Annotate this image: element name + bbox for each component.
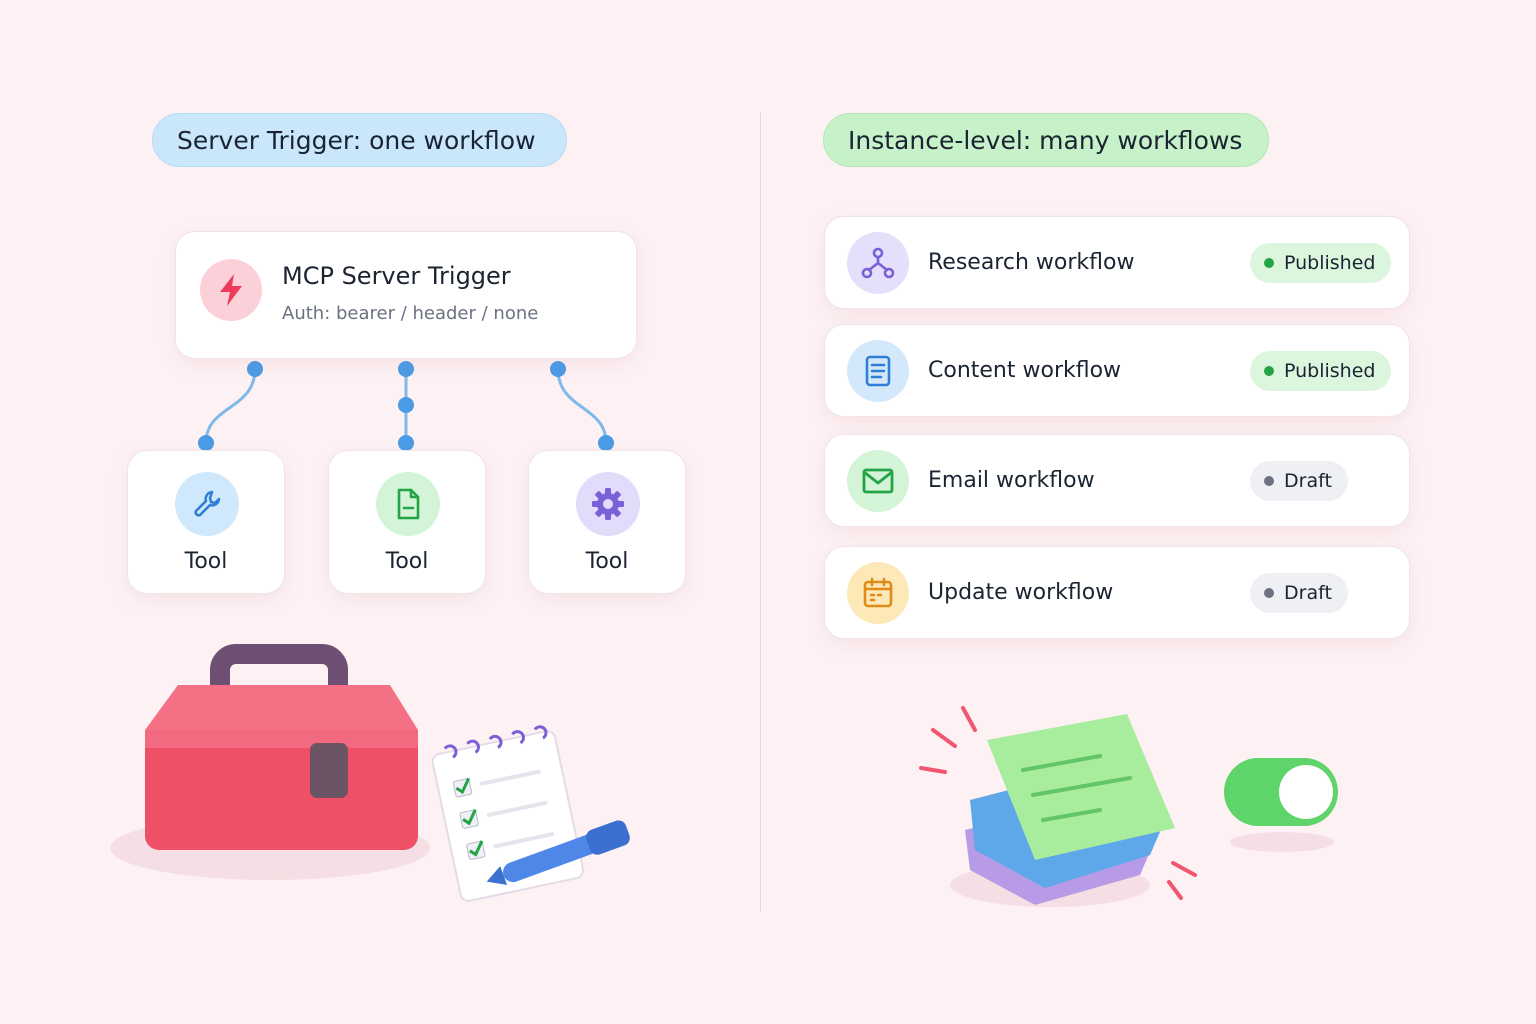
server-trigger-header: Server Trigger: one workflow — [152, 113, 567, 167]
status-dot — [1264, 588, 1274, 598]
tool-connectors — [198, 361, 614, 451]
status-text: Draft — [1284, 582, 1332, 604]
trigger-auth-subtitle: Auth: bearer / header / none — [282, 303, 539, 324]
status-badge-published: Published — [1250, 351, 1392, 391]
workflow-row-research[interactable]: Research workflow Published — [824, 216, 1410, 309]
connector-dot — [398, 397, 414, 413]
workflow-title: Content workflow — [928, 358, 1122, 383]
connector-dot — [198, 435, 214, 451]
network-icon — [847, 232, 909, 294]
wrench-icon — [175, 472, 239, 536]
document-icon — [847, 340, 909, 402]
status-badge-draft: Draft — [1250, 461, 1348, 501]
gear-icon — [576, 472, 640, 536]
tool-label: Tool — [385, 549, 429, 574]
panel-divider — [760, 112, 761, 912]
toggle-switch[interactable] — [1220, 752, 1345, 857]
calendar-icon — [847, 562, 909, 624]
tool-label: Tool — [184, 549, 228, 574]
workflow-title: Research workflow — [928, 250, 1135, 275]
workflow-row-content[interactable]: Content workflow Published — [824, 324, 1410, 417]
connector-dot — [398, 435, 414, 451]
mcp-server-trigger-card[interactable]: MCP Server Trigger Auth: bearer / header… — [175, 231, 637, 359]
connector-dot — [247, 361, 263, 377]
workflow-row-update[interactable]: Update workflow Draft — [824, 546, 1410, 639]
tool-card-gear[interactable]: Tool — [528, 450, 686, 594]
workflow-row-email[interactable]: Email workflow Draft — [824, 434, 1410, 527]
connector-dot — [598, 435, 614, 451]
lightning-icon — [200, 259, 262, 321]
tool-label: Tool — [585, 549, 629, 574]
connector-left — [204, 368, 257, 444]
status-badge-draft: Draft — [1250, 573, 1348, 613]
status-badge-published: Published — [1250, 243, 1392, 283]
status-dot — [1264, 366, 1274, 376]
envelope-icon — [847, 450, 909, 512]
status-text: Published — [1284, 360, 1376, 382]
connector-dot — [398, 361, 414, 377]
status-dot — [1264, 476, 1274, 486]
connector-right — [556, 368, 608, 444]
workflow-title: Email workflow — [928, 468, 1095, 493]
tool-card-document[interactable]: Tool — [328, 450, 486, 594]
trigger-title: MCP Server Trigger — [282, 262, 511, 290]
document-icon — [376, 472, 440, 536]
connector-dot — [550, 361, 566, 377]
status-text: Draft — [1284, 470, 1332, 492]
toolbox-illustration — [110, 644, 630, 902]
status-dot — [1264, 258, 1274, 268]
status-text: Published — [1284, 252, 1376, 274]
stacked-documents-illustration — [919, 706, 1197, 907]
instance-level-header: Instance-level: many workflows — [823, 113, 1269, 167]
tool-card-wrench[interactable]: Tool — [127, 450, 285, 594]
workflow-title: Update workflow — [928, 580, 1114, 605]
